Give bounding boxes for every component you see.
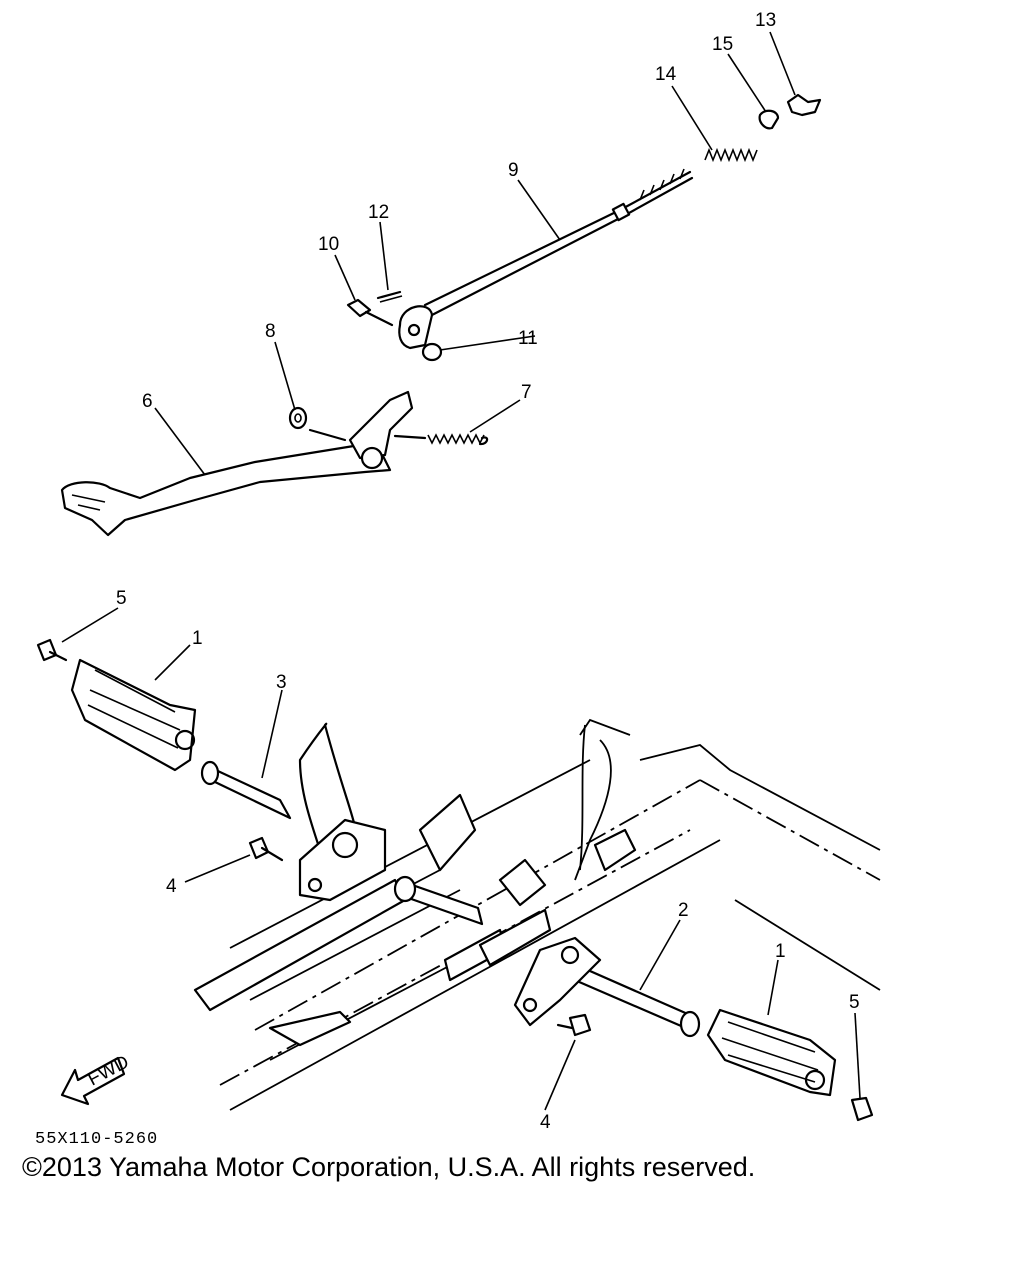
callout-11: 11 — [518, 328, 538, 349]
part-5-bolt-right — [850, 1096, 874, 1122]
part-9-brake-rod — [423, 168, 694, 317]
callout-6: 6 — [142, 391, 153, 412]
callout-14: 14 — [655, 64, 677, 85]
part-4-bolt-left — [248, 836, 284, 862]
callout-1-right: 1 — [775, 941, 786, 962]
diagram-code: 55X110-5260 — [35, 1130, 159, 1149]
part-8-washer — [288, 406, 308, 430]
part-12-cotter-pin — [376, 290, 403, 303]
callout-10: 10 — [318, 234, 339, 255]
parts-diagram: FWD 1 1 2 3 4 4 5 5 6 7 8 9 10 11 — [36, 10, 881, 1133]
callout-7: 7 — [521, 382, 532, 403]
copyright-notice: ©2013 Yamaha Motor Corporation, U.S.A. A… — [22, 1152, 756, 1182]
part-11-clip — [421, 342, 443, 362]
callout-5-left: 5 — [116, 588, 127, 609]
part-2-right-footrest-bracket — [513, 936, 701, 1038]
part-7-spring — [393, 433, 489, 446]
part-13-adjusting-nut — [786, 93, 822, 117]
part-1-left-footrest — [70, 658, 197, 772]
callout-1-left: 1 — [192, 628, 203, 649]
fwd-arrow: FWD — [60, 1052, 133, 1106]
callout-numbers: 1 1 2 3 4 4 5 5 6 7 8 9 10 11 12 13 14 1… — [116, 10, 860, 1133]
part-3-left-footrest-bracket — [200, 722, 387, 902]
part-5-bolt-left — [36, 638, 68, 662]
part-10-pin — [346, 298, 394, 327]
callout-3: 3 — [276, 672, 287, 693]
callout-4-right: 4 — [540, 1112, 551, 1133]
callout-4-left: 4 — [166, 876, 177, 897]
part-15-pin — [758, 109, 780, 130]
fwd-label: FWD — [84, 1052, 132, 1091]
callout-2: 2 — [678, 900, 689, 921]
part-4-bolt-right — [556, 1013, 592, 1037]
leader-lines — [61, 31, 861, 1111]
callout-12: 12 — [368, 202, 389, 223]
callout-13: 13 — [755, 10, 776, 31]
part-joint — [398, 305, 434, 350]
part-14-spring — [704, 147, 758, 163]
callout-15: 15 — [712, 34, 733, 55]
callout-5-right: 5 — [849, 992, 860, 1013]
part-1-right-footrest — [706, 1008, 837, 1097]
part-6-brake-pedal — [60, 390, 414, 537]
callout-9: 9 — [508, 160, 519, 181]
callout-8: 8 — [265, 321, 276, 342]
frame-rails — [193, 718, 881, 1111]
